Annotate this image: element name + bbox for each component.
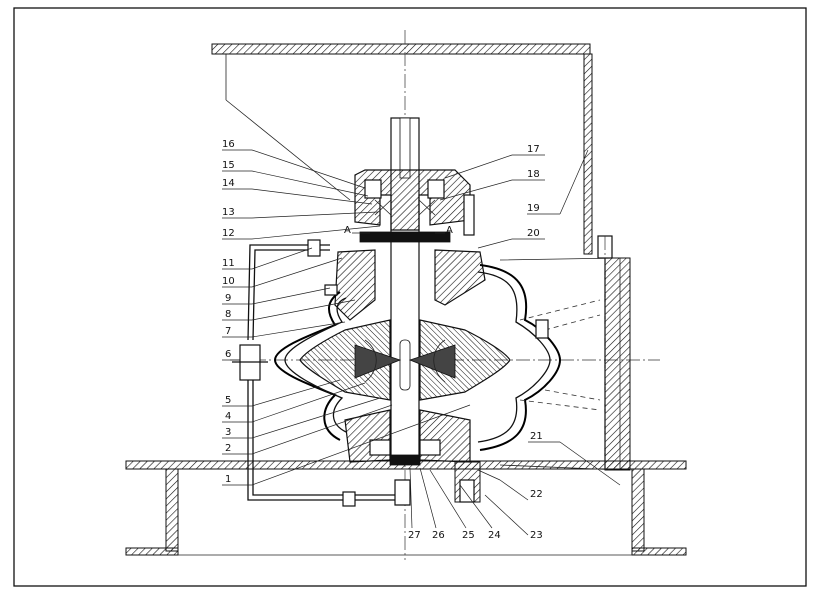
callout-14: 14 <box>222 178 235 189</box>
left-callouts: 16 15 14 13 12 11 10 9 8 7 6 5 4 3 2 1 <box>222 139 471 486</box>
callout-17: 17 <box>527 144 540 155</box>
callout-21: 21 <box>530 431 543 442</box>
callout-9: 9 <box>225 293 231 304</box>
callout-23: 23 <box>530 530 543 541</box>
callout-4: 4 <box>225 411 231 422</box>
callout-19: 19 <box>527 203 540 214</box>
callout-3: 3 <box>225 427 231 438</box>
callout-22: 22 <box>530 489 543 500</box>
callout-15: 15 <box>222 160 235 171</box>
bolt <box>535 319 549 339</box>
bolt <box>459 479 475 503</box>
bolt <box>324 284 338 296</box>
drawing-border <box>13 7 807 587</box>
callout-1: 1 <box>225 474 231 485</box>
callout-26: 26 <box>432 530 445 541</box>
section-mark-right: A <box>446 225 453 236</box>
hidden-lines <box>519 299 601 411</box>
callout-27: 27 <box>408 530 421 541</box>
callout-18: 18 <box>527 169 540 180</box>
callout-5: 5 <box>225 395 231 406</box>
callout-2: 2 <box>225 443 231 454</box>
callout-8: 8 <box>225 309 231 320</box>
callout-6: 6 <box>225 349 231 360</box>
callout-24: 24 <box>488 530 501 541</box>
callout-25: 25 <box>462 530 475 541</box>
external-pipe <box>232 239 411 507</box>
callout-7: 7 <box>225 326 231 337</box>
base-frame <box>125 460 687 556</box>
bearing-housing <box>354 169 475 243</box>
lower-housing <box>344 409 481 503</box>
impeller <box>299 319 511 401</box>
pump-casing <box>273 235 631 471</box>
right-callouts: 17 18 19 20 21 22 23 <box>439 144 621 541</box>
top-tank <box>211 43 593 255</box>
callout-13: 13 <box>222 207 235 218</box>
callout-20: 20 <box>527 228 540 239</box>
callout-10: 10 <box>222 276 235 287</box>
callout-16: 16 <box>222 139 235 150</box>
callout-11: 11 <box>222 258 235 269</box>
section-mark-left: A <box>344 225 351 236</box>
bottom-callouts: 27 26 25 24 <box>408 467 501 541</box>
callout-12: 12 <box>222 228 235 239</box>
